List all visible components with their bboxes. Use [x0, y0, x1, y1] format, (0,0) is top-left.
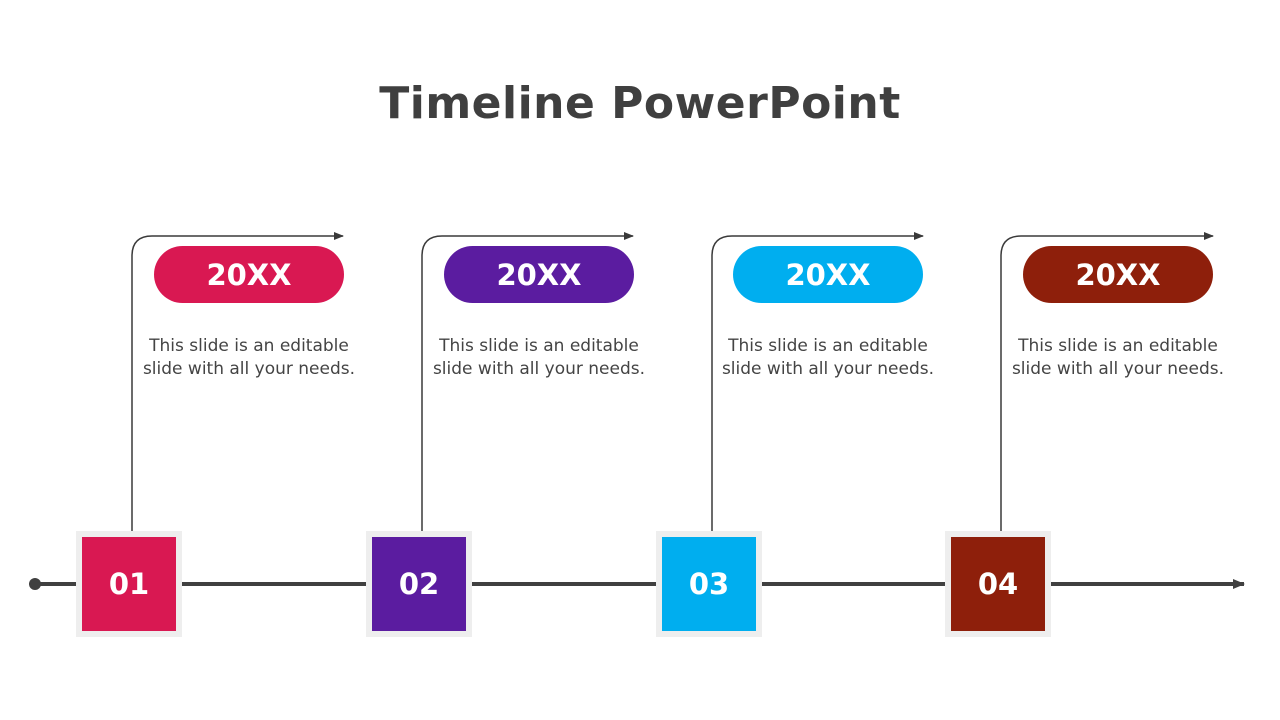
step-description-1: This slide is an editable slide with all…: [142, 336, 356, 379]
slide-title: Timeline PowerPoint: [379, 78, 901, 129]
year-pill-4: 20XX: [1023, 246, 1213, 303]
step-box-4: 04: [951, 537, 1045, 631]
step-box-frame-3: 03: [656, 531, 762, 637]
connector-arrow-2: [421, 232, 634, 531]
year-label-2: 20XX: [496, 257, 582, 292]
year-label-1: 20XX: [206, 257, 292, 292]
step-box-2: 02: [372, 537, 466, 631]
connector-arrow-1: [131, 232, 344, 531]
step-number-1: 01: [108, 567, 150, 601]
step-number-3: 03: [688, 567, 730, 601]
step-box-frame-2: 02: [366, 531, 472, 637]
step-number-2: 02: [398, 567, 440, 601]
year-label-4: 20XX: [1075, 257, 1161, 292]
timeline-start-dot: [29, 578, 41, 590]
step-description-4: This slide is an editable slide with all…: [1011, 336, 1225, 379]
connector-arrow-4: [1000, 232, 1214, 531]
year-pill-1: 20XX: [154, 246, 344, 303]
step-description-3: This slide is an editable slide with all…: [721, 336, 935, 379]
step-description-2: This slide is an editable slide with all…: [432, 336, 646, 379]
year-pill-2: 20XX: [444, 246, 634, 303]
step-box-3: 03: [662, 537, 756, 631]
step-box-frame-4: 04: [945, 531, 1051, 637]
step-box-frame-1: 01: [76, 531, 182, 637]
step-number-4: 04: [977, 567, 1019, 601]
year-label-3: 20XX: [785, 257, 871, 292]
connector-arrow-3: [711, 232, 924, 531]
year-pill-3: 20XX: [733, 246, 923, 303]
step-box-1: 01: [82, 537, 176, 631]
